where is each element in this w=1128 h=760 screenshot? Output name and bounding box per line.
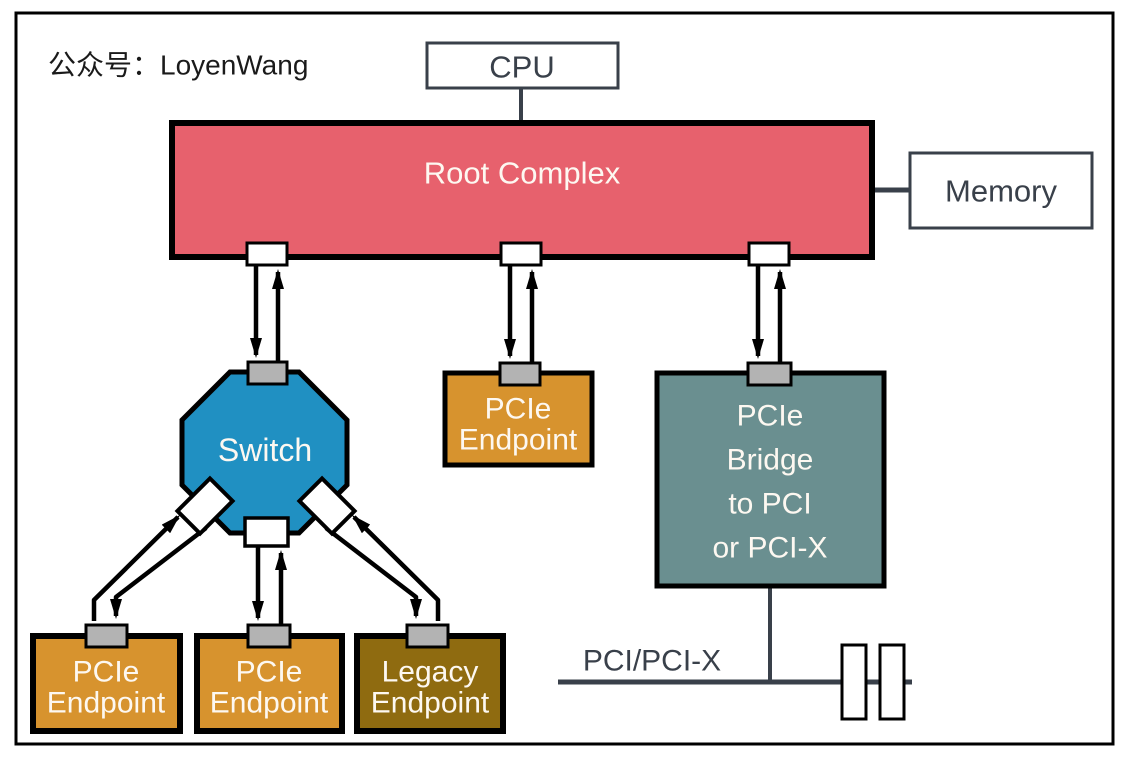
pcie-endpoint-left-label-2: Endpoint bbox=[47, 687, 166, 720]
pci-bus-label: PCI/PCI-X bbox=[583, 645, 721, 678]
pcie-bridge-port bbox=[746, 361, 793, 387]
diamond-port-shape bbox=[174, 475, 236, 537]
switch-left-diamond-port bbox=[174, 475, 236, 537]
pci-slot-1 bbox=[840, 643, 868, 721]
legacy-endpoint-label-1: Legacy bbox=[382, 656, 479, 689]
rootcomplex-port-3 bbox=[747, 241, 791, 267]
pcie-bridge-node: PCIe Bridge to PCI or PCI-X bbox=[654, 370, 887, 589]
pcie-endpoint-left-node: PCIe Endpoint bbox=[30, 633, 183, 734]
link-switch-endpoint1-up-arrow bbox=[91, 514, 181, 621]
pcie-endpoint-left-port bbox=[84, 623, 129, 649]
memory-node: Memory bbox=[908, 151, 1094, 230]
memory-label: Memory bbox=[945, 174, 1057, 209]
link-switch-legacy-up-arrow bbox=[351, 514, 441, 621]
legacy-endpoint-label-2: Endpoint bbox=[371, 687, 490, 720]
pcie-endpoint-center-label-2: Endpoint bbox=[210, 687, 329, 720]
root-complex-node: Root Complex bbox=[169, 120, 875, 260]
switch-label: Switch bbox=[218, 432, 312, 468]
switch-upstream-port bbox=[246, 360, 289, 386]
legacy-endpoint-node: Legacy Endpoint bbox=[354, 633, 506, 734]
pcie-bridge-label-3: to PCI bbox=[728, 488, 811, 521]
pcie-endpoint-mid-node: PCIe Endpoint bbox=[442, 370, 595, 468]
pcie-bridge-label-2: Bridge bbox=[727, 444, 814, 477]
pcie-endpoint-left-label-1: PCIe bbox=[73, 656, 140, 689]
pci-slot-2 bbox=[878, 643, 906, 721]
diagram-border bbox=[14, 11, 1115, 746]
pcie-bridge-label-4: or PCI-X bbox=[712, 532, 827, 565]
switch-bottom-port bbox=[243, 516, 290, 548]
pcie-endpoint-center-node: PCIe Endpoint bbox=[194, 633, 345, 734]
legacy-endpoint-box bbox=[354, 633, 506, 734]
link-switch-endpoint1-down-arrow bbox=[110, 526, 208, 619]
pcie-endpoint-mid-label-1: PCIe bbox=[485, 393, 552, 426]
diamond-port-shape bbox=[296, 475, 358, 537]
memory-box bbox=[908, 151, 1094, 230]
pcie-endpoint-mid-label-2: Endpoint bbox=[459, 424, 578, 457]
legacy-endpoint-port bbox=[405, 623, 450, 649]
pcie-endpoint-mid-box bbox=[442, 370, 595, 468]
watermark-text: 公众号：LoyenWang bbox=[48, 50, 308, 81]
rootcomplex-port-1 bbox=[245, 241, 289, 267]
pcie-endpoint-mid-port bbox=[498, 361, 542, 387]
cpu-label: CPU bbox=[489, 50, 554, 85]
pcie-endpoint-left-box bbox=[30, 633, 183, 734]
switch-right-diamond-port bbox=[296, 475, 358, 537]
pcie-endpoint-center-port bbox=[246, 623, 292, 649]
root-complex-label: Root Complex bbox=[424, 156, 621, 191]
cpu-node: CPU bbox=[425, 41, 620, 90]
cpu-box bbox=[425, 41, 620, 90]
pcie-bridge-label-1: PCIe bbox=[737, 400, 804, 433]
link-switch-legacy-down-arrow bbox=[324, 526, 422, 619]
pcie-endpoint-center-label-1: PCIe bbox=[236, 656, 303, 689]
rootcomplex-port-2 bbox=[499, 241, 543, 267]
